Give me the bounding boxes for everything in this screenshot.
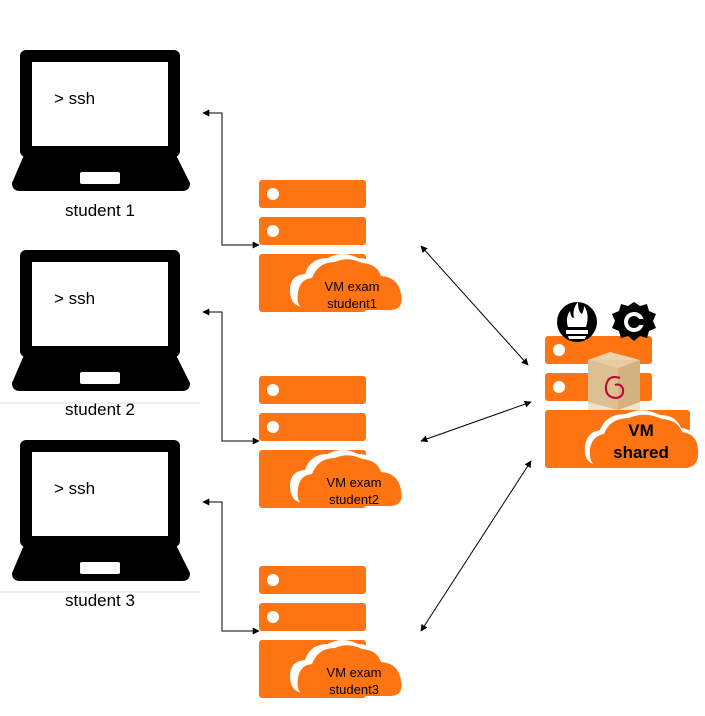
ssh-prompt: > ssh — [54, 89, 95, 108]
vm-exam-student2: VM exam student2 — [259, 376, 402, 508]
server-label-line2: student1 — [327, 296, 377, 311]
ssh-connectors — [202, 109, 260, 635]
student-label: student 1 — [65, 201, 135, 220]
laptop-student-1: > ssh student 1 — [12, 50, 190, 220]
server-label-line1: VM exam — [325, 279, 380, 294]
laptop-icon — [12, 440, 190, 581]
connector-shared-2 — [420, 400, 532, 443]
shared-connectors — [420, 245, 532, 632]
vm-exam-student1: VM exam student1 — [259, 180, 402, 312]
ssh-prompt: > ssh — [54, 289, 95, 308]
student-label: student 3 — [65, 591, 135, 610]
laptop-icon — [12, 250, 190, 391]
laptop-student-2: > ssh student 2 — [12, 250, 190, 419]
laptop-student-3: > ssh student 3 — [12, 440, 190, 610]
server-label-line2: student2 — [329, 492, 379, 507]
server-label-line1: VM exam — [327, 475, 382, 490]
vm-shared: VM shared — [545, 302, 701, 468]
grafana-icon — [612, 302, 656, 341]
shared-label-line2: shared — [613, 443, 669, 462]
connector-student2 — [202, 308, 260, 445]
debian-package-icon — [588, 352, 640, 410]
connector-student3 — [202, 498, 260, 635]
connector-shared-3 — [420, 460, 532, 632]
connector-shared-1 — [420, 245, 529, 366]
server-label-line1: VM exam — [327, 665, 382, 680]
ssh-prompt: > ssh — [54, 479, 95, 498]
shared-label-line1: VM — [628, 421, 654, 440]
laptop-icon — [12, 50, 190, 191]
vm-exam-student3: VM exam student3 — [259, 566, 402, 698]
connector-student1 — [202, 109, 260, 249]
student-label: student 2 — [65, 400, 135, 419]
server-label-line2: student3 — [329, 682, 379, 697]
prometheus-icon — [557, 302, 597, 342]
